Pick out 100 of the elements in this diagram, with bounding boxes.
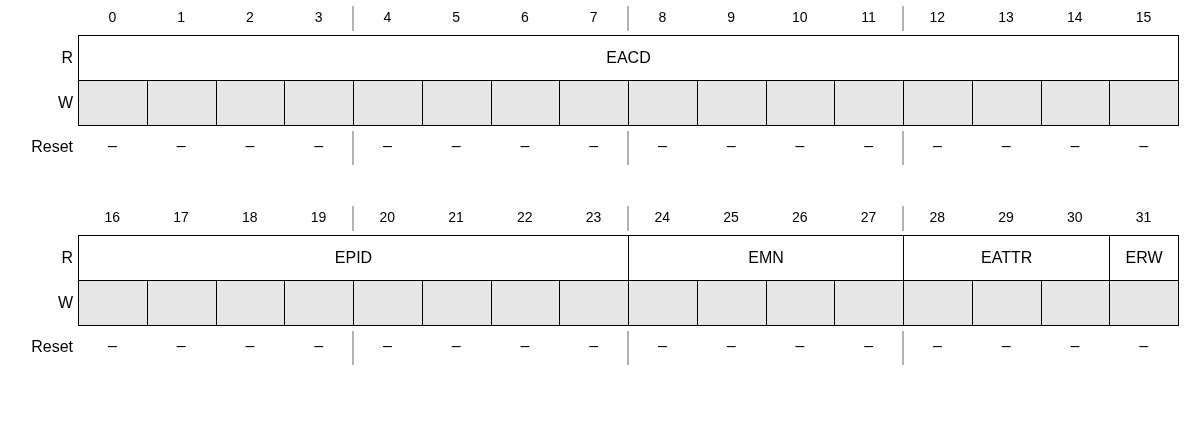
reset-value: – [450, 137, 462, 155]
bit-number: 18 [241, 209, 259, 225]
reset-value: – [450, 337, 462, 355]
write-bit-cell [353, 80, 423, 126]
field-name: EACD [606, 49, 651, 67]
bit-number: 3 [313, 9, 324, 25]
bit-number: 8 [657, 9, 668, 25]
row-label: Reset [31, 338, 73, 356]
register-field [78, 35, 1179, 81]
write-bit-cell [1040, 280, 1111, 326]
register-field [78, 235, 629, 281]
write-bit-cell [215, 80, 286, 126]
write-bit-cell [215, 280, 286, 326]
reset-value: – [519, 337, 531, 355]
write-bit-cell [696, 80, 767, 126]
bit-number: 15 [1134, 9, 1153, 25]
write-bit-cell [696, 280, 767, 326]
reset-value: – [1069, 337, 1081, 355]
write-bit-cell [78, 80, 148, 126]
reset-value: – [725, 137, 737, 155]
write-bit-cell [421, 80, 492, 126]
bit-number: 4 [382, 9, 393, 25]
row-label: R [61, 48, 73, 67]
bit-number: 19 [309, 209, 328, 225]
bit-number: 27 [859, 209, 878, 225]
reset-value: – [1138, 137, 1150, 155]
bit-number: 1 [176, 9, 186, 25]
write-bit-cell [834, 280, 904, 326]
reset-value: – [588, 137, 600, 155]
reset-value: – [931, 337, 943, 355]
reset-value: – [381, 137, 393, 155]
reset-value: – [106, 337, 118, 355]
write-bit-cell [353, 280, 423, 326]
write-bit-cell [765, 80, 836, 126]
bit-number: 25 [722, 209, 740, 225]
write-bit-cell [903, 80, 973, 126]
bit-number: 0 [107, 9, 118, 25]
write-bit-cell [146, 80, 217, 126]
bit-number: 20 [378, 209, 397, 225]
bit-number: 13 [997, 9, 1015, 25]
register-field [1109, 235, 1179, 281]
write-bit-cell [971, 80, 1042, 126]
reset-value: – [794, 137, 806, 155]
reset-value: – [106, 137, 118, 155]
bit-number: 5 [451, 9, 461, 25]
row-label: W [57, 93, 73, 112]
bit-number: 9 [726, 9, 736, 25]
bit-number: 17 [172, 209, 190, 225]
row-label: W [57, 293, 73, 312]
bit-number: 6 [519, 9, 530, 25]
bit-number: 10 [791, 9, 809, 25]
bit-number: 30 [1066, 209, 1084, 225]
field-name: EPID [334, 249, 373, 267]
reset-value: – [656, 337, 668, 355]
row-label: Reset [31, 138, 73, 156]
reset-value: – [313, 137, 325, 155]
reset-value: – [794, 337, 806, 355]
reset-value: – [175, 337, 187, 355]
bit-number: 29 [997, 209, 1015, 225]
write-bit-cell [559, 280, 629, 326]
reset-value: – [1000, 137, 1012, 155]
reset-value: – [863, 337, 875, 355]
reset-value: – [1069, 137, 1081, 155]
write-bit-cell [834, 80, 904, 126]
write-bit-cell [628, 280, 698, 326]
bit-number: 26 [791, 209, 809, 225]
reset-value: – [519, 137, 531, 155]
bit-number: 12 [928, 9, 947, 25]
bit-number: 21 [447, 209, 465, 225]
write-bit-cell [971, 280, 1042, 326]
write-bit-cell [765, 280, 836, 326]
reset-value: – [244, 137, 256, 155]
reset-value: – [313, 337, 325, 355]
bit-number: 16 [103, 209, 122, 225]
bit-number: 14 [1066, 9, 1084, 25]
write-bit-cell [284, 280, 354, 326]
write-bit-cell [1040, 80, 1111, 126]
write-bit-cell [421, 280, 492, 326]
write-bit-cell [903, 280, 973, 326]
write-bit-cell [490, 80, 561, 126]
field-name: EMN [748, 249, 784, 267]
row-label: R [61, 248, 73, 267]
write-bit-cell [490, 280, 561, 326]
reset-value: – [381, 337, 393, 355]
reset-value: – [1000, 337, 1012, 355]
reset-value: – [656, 137, 668, 155]
field-name: ERW [1125, 249, 1163, 267]
reset-value: – [1138, 337, 1150, 355]
reset-value: – [863, 137, 875, 155]
reset-value: – [588, 337, 600, 355]
bit-number: 2 [244, 9, 255, 25]
bit-number: 7 [588, 9, 599, 25]
bit-number: 28 [928, 209, 947, 225]
bit-number: 22 [516, 209, 534, 225]
field-name: EATTR [981, 249, 1033, 267]
write-bit-cell [1109, 280, 1179, 326]
reset-value: – [175, 137, 187, 155]
bit-number: 24 [653, 209, 672, 225]
write-bit-cell [1109, 80, 1179, 126]
write-bit-cell [146, 280, 217, 326]
